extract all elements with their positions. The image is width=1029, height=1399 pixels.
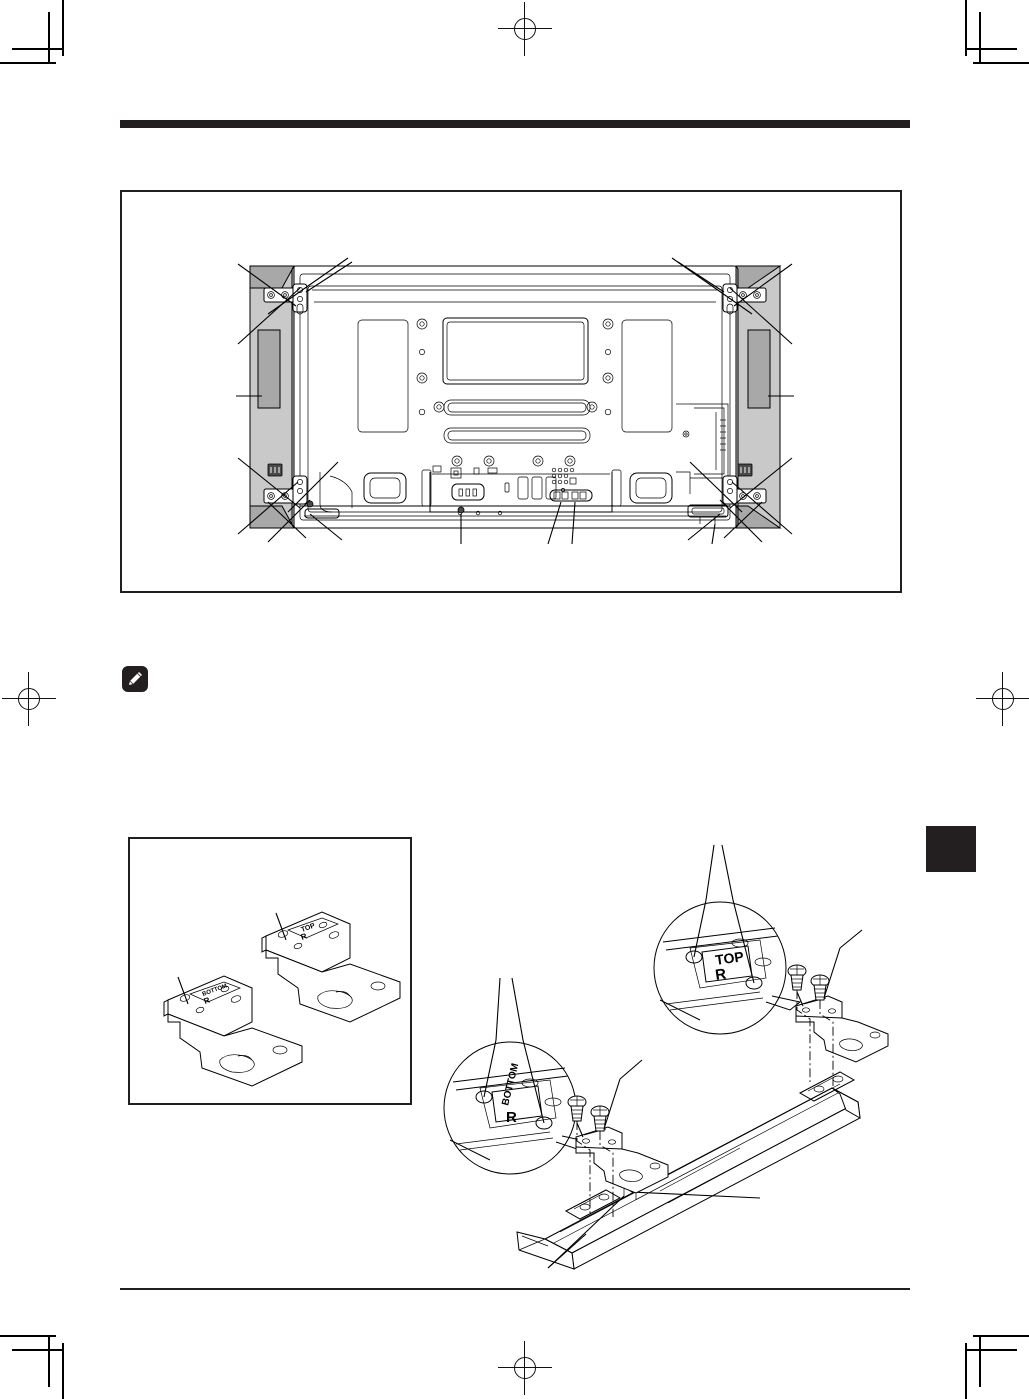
- crop-mark-top-right-h: [973, 62, 1029, 64]
- crop-mark-top-right-v: [965, 0, 967, 56]
- crop-mark-top-right-v2: [979, 12, 981, 62]
- crop-mark-bottom-left-v: [62, 1343, 64, 1399]
- svg-text:TOP: TOP: [714, 948, 744, 968]
- screw-bottom-right: [590, 1105, 610, 1132]
- magnifier-bottom-r: BOTTOM R: [443, 1039, 592, 1175]
- crop-mark-top-right-h2: [967, 48, 1017, 50]
- reg-mark-top-center: [498, 2, 552, 56]
- reg-mark-right-middle: [976, 672, 1029, 726]
- screw-top-left: [787, 964, 807, 991]
- crop-mark-bottom-right-v: [965, 1343, 967, 1399]
- crop-mark-top-left-h: [0, 62, 56, 64]
- footer-rule: [120, 1288, 910, 1290]
- stand-bracket-upper: [787, 947, 889, 1086]
- svg-text:R: R: [506, 1109, 517, 1126]
- crop-mark-bottom-right-h2: [967, 1349, 1017, 1351]
- crop-mark-top-left-h2: [12, 48, 62, 50]
- rear-panel-figure-frame: [120, 190, 902, 593]
- svg-text:R: R: [714, 966, 727, 984]
- screw-bottom-left: [567, 1095, 587, 1122]
- stand-bracket-lower: [567, 1078, 669, 1217]
- pedestal-base: [516, 1071, 861, 1270]
- crop-mark-bottom-right-h: [973, 1335, 1029, 1337]
- crop-mark-bottom-left-h2: [12, 1349, 62, 1351]
- header-rule: [120, 120, 910, 128]
- magnifier-top-r: TOP R: [653, 899, 802, 1035]
- note-pencil-icon: [122, 666, 148, 692]
- crop-mark-top-left-v: [62, 0, 64, 56]
- reg-mark-bottom-center: [498, 1341, 552, 1395]
- reg-mark-left-middle: [2, 672, 56, 726]
- crop-mark-top-left-v2: [48, 12, 50, 62]
- crop-mark-bottom-left-v2: [48, 1337, 50, 1387]
- crop-mark-bottom-right-v2: [979, 1337, 981, 1387]
- section-thumb-tab: [926, 826, 976, 872]
- screw-top-right: [810, 974, 830, 1001]
- crop-mark-bottom-left-h: [0, 1335, 56, 1337]
- svg-text:BOTTOM: BOTTOM: [500, 1062, 521, 1107]
- brackets-inset-frame: [128, 837, 412, 1105]
